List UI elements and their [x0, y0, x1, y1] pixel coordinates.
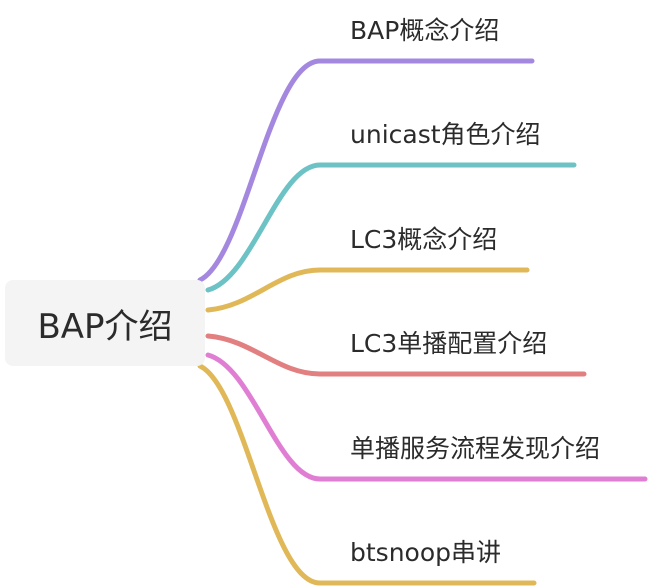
root-node-label: BAP介绍 — [37, 306, 173, 347]
branch-label: 单播服务流程发现介绍 — [350, 434, 601, 463]
root-node[interactable]: BAP介绍 — [5, 280, 205, 366]
branch-node-unicast-roles[interactable]: unicast角色介绍 — [350, 120, 541, 150]
branch-node-unicast-discovery[interactable]: 单播服务流程发现介绍 — [350, 434, 600, 464]
branch-link-lc3-unicast-config — [205, 333, 587, 377]
branch-node-bap-concept[interactable]: BAP概念介绍 — [350, 16, 499, 46]
branch-link-unicast-roles — [205, 162, 577, 293]
branch-label: unicast角色介绍 — [350, 120, 541, 149]
branch-link-unicast-discovery — [205, 352, 648, 482]
branch-link-bap-concept — [197, 58, 535, 283]
branch-node-lc3-concept[interactable]: LC3概念介绍 — [350, 225, 497, 255]
branch-label: BAP概念介绍 — [350, 16, 500, 45]
branch-link-lc3-concept — [205, 267, 530, 313]
branch-node-btsnoop[interactable]: btsnoop串讲 — [350, 538, 501, 568]
branch-link-btsnoop — [197, 363, 537, 586]
branch-label: LC3概念介绍 — [350, 225, 498, 254]
branch-node-lc3-unicast-config[interactable]: LC3单播配置介绍 — [350, 329, 547, 359]
branch-label: LC3单播配置介绍 — [350, 329, 548, 358]
branch-label: btsnoop串讲 — [350, 538, 502, 567]
